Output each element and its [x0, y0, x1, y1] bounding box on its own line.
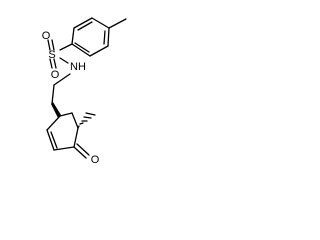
para-methyl-bond — [108, 18, 127, 29]
ring-double-bond-inner — [103, 30, 106, 45]
ring-bond — [73, 127, 79, 148]
oxygen-atom-bottom: O — [51, 69, 60, 81]
ring-bond — [59, 112, 73, 117]
ketone-oxygen-atom: O — [91, 154, 100, 166]
s-o-double-bond — [53, 58, 57, 69]
carbonyl-double-bond — [76, 143, 90, 156]
ring-bond — [91, 17, 110, 29]
hashed-methyl-bond — [77, 112, 96, 129]
ch2-ring-bond — [51, 84, 55, 105]
s-o-double-bond — [49, 58, 53, 69]
n-ch2-bond — [53, 73, 71, 86]
ring-double-bond-inner — [77, 21, 93, 31]
ring-bond — [89, 45, 109, 57]
hash-line — [79, 122, 84, 125]
chemical-structure-canvas: S O O NH O — [0, 0, 156, 191]
tolyl-ring — [71, 17, 127, 57]
ring-bond — [107, 27, 110, 47]
carbonyl-double-bond — [73, 146, 87, 159]
s-aryl-bond — [59, 43, 73, 51]
ring-bond — [71, 112, 79, 129]
sulfonyl-group: S O O NH — [42, 30, 86, 81]
ring-bond — [46, 129, 55, 151]
ring-bond — [71, 27, 75, 45]
hash-line — [77, 125, 80, 129]
s-o-double-bond — [47, 39, 51, 51]
s-o-double-bond — [51, 39, 55, 51]
stereo-wedge-bond — [51, 102, 61, 118]
ring-bond — [46, 115, 61, 131]
ring-double-bond-inner — [74, 42, 90, 53]
molecule-drawing: S O O NH O — [42, 17, 127, 166]
ring-bond — [73, 17, 93, 29]
ring-bond — [71, 43, 91, 57]
sulfur-atom: S — [48, 49, 55, 61]
hash-line — [83, 116, 92, 119]
oxygen-atom-top: O — [42, 30, 51, 42]
ring-double-bond-inner — [50, 131, 58, 149]
s-n-bond — [59, 57, 69, 64]
nitrogen-atom: NH — [70, 61, 86, 73]
hash-line — [85, 112, 96, 116]
cyclopentenone-ring: O — [46, 102, 100, 166]
ring-bond — [53, 146, 75, 151]
